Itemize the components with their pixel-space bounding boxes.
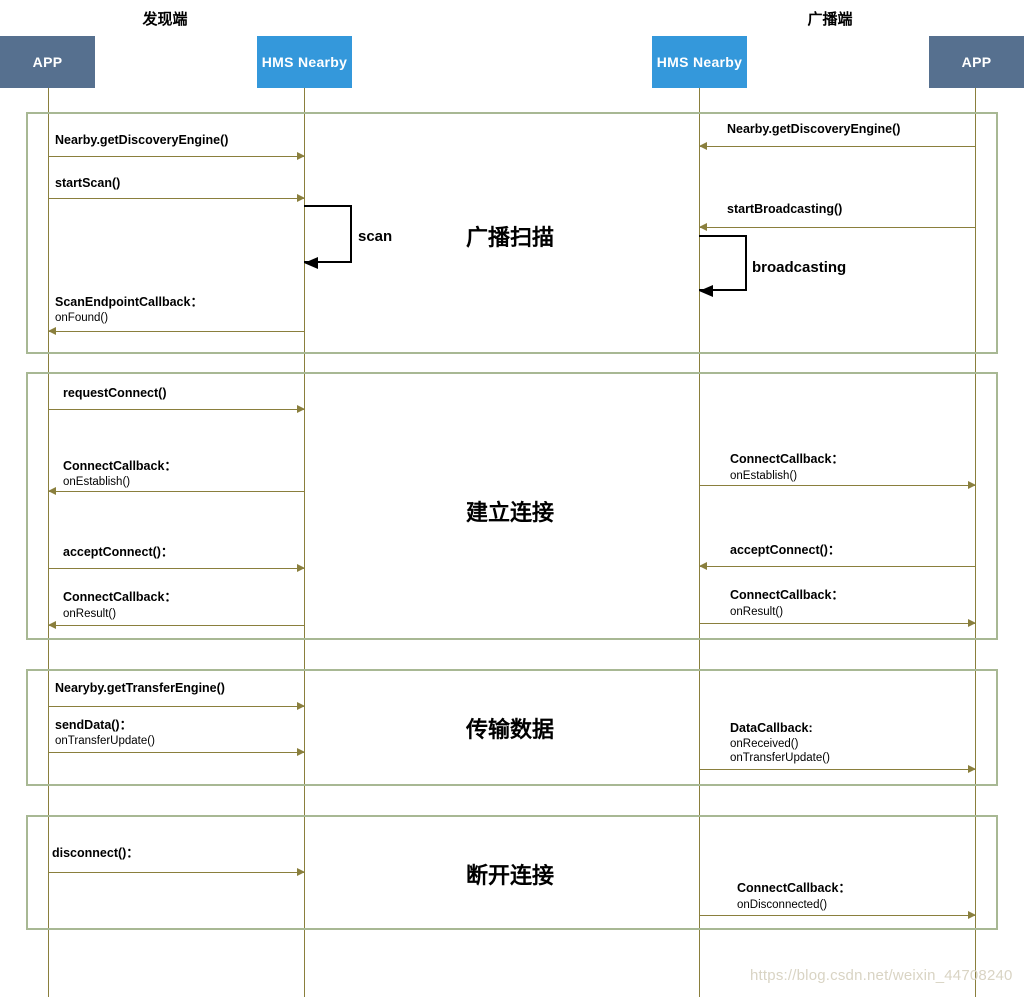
fragment-scan-label: 广播扫描 — [465, 225, 554, 251]
message-sub-on-establish-left: onEstablish() — [63, 476, 131, 488]
arrow-left-icon-7 — [48, 487, 56, 495]
message-line-11 — [699, 566, 975, 567]
message-sub-on-disconnected: onDisconnected() — [737, 899, 828, 911]
watermark: https://blog.csdn.net/weixin_44708240 — [750, 967, 1013, 984]
message-sub-on-establish-right: onEstablish() — [730, 470, 798, 482]
message-line-12 — [699, 623, 975, 624]
fragment-disconnect — [26, 815, 998, 930]
arrow-left-icon-3 — [48, 327, 56, 335]
message-line-7 — [48, 491, 304, 492]
fragment-disconnect-label: 断开连接 — [465, 863, 554, 889]
message-line-8 — [48, 568, 304, 569]
fragment-transfer — [26, 669, 998, 786]
arrow-right-icon-12 — [968, 619, 976, 627]
message-label-nearby-get-discovery-engine-left: Nearby.getDiscoveryEngine() — [55, 133, 229, 147]
self-message-arrow-icon-scan — [304, 257, 318, 269]
fragment-connect — [26, 372, 998, 640]
arrow-right-icon-8 — [297, 564, 305, 572]
arrow-left-icon-11 — [699, 562, 707, 570]
arrow-right-icon-15 — [968, 765, 976, 773]
message-label-connect-callback-disconnected: ConnectCallback： — [737, 881, 851, 895]
message-label-accept-connect-left: acceptConnect()： — [63, 545, 174, 559]
arrow-right-icon-13 — [297, 702, 305, 710]
message-line-17 — [699, 915, 975, 916]
arrow-right-icon-1 — [297, 152, 305, 160]
message-label-disconnect: disconnect()： — [52, 846, 139, 860]
arrow-right-icon-16 — [297, 868, 305, 876]
self-message-label-scan: scan — [358, 228, 393, 245]
fragment-transfer-label: 传输数据 — [465, 717, 554, 743]
message-sub-data-callback-methods: onReceived() onTransferUpdate() — [730, 738, 830, 764]
self-message-box-broadcasting — [699, 235, 747, 291]
message-line-13 — [48, 706, 304, 707]
participant-hms-left[interactable]: HMS Nearby — [257, 36, 352, 88]
message-label-request-connect: requestConnect() — [63, 386, 167, 400]
participant-hms-right[interactable]: HMS Nearby — [652, 36, 747, 88]
message-label-scan-endpoint-callback: ScanEndpointCallback： — [55, 295, 203, 309]
right-side-title: 广播端 — [807, 11, 853, 28]
participant-app-left[interactable]: APP — [0, 36, 95, 88]
message-label-connect-callback-result-right: ConnectCallback： — [730, 588, 844, 602]
message-line-5 — [699, 227, 975, 228]
message-line-16 — [48, 872, 304, 873]
message-line-14 — [48, 752, 304, 753]
message-sub-on-result-left: onResult() — [63, 608, 117, 620]
message-label-accept-connect-right: acceptConnect()： — [730, 543, 841, 557]
lifeline-app-left — [48, 88, 49, 997]
message-line-10 — [699, 485, 975, 486]
lifeline-app-right — [975, 88, 976, 997]
message-label-connect-callback-establish-right: ConnectCallback： — [730, 452, 844, 466]
self-message-box-scan — [304, 205, 352, 263]
message-line-2 — [48, 198, 304, 199]
self-message-arrow-icon-broadcasting — [699, 285, 713, 297]
message-line-15 — [699, 769, 975, 770]
message-line-3 — [48, 331, 304, 332]
participant-app-right[interactable]: APP — [929, 36, 1024, 88]
arrow-right-icon-14 — [297, 748, 305, 756]
message-label-start-scan: startScan() — [55, 176, 121, 190]
message-sub-on-transfer-update: onTransferUpdate() — [55, 735, 155, 747]
message-label-nearby-get-discovery-engine-right: Nearby.getDiscoveryEngine() — [727, 122, 901, 136]
fragment-scan — [26, 112, 998, 354]
lifeline-hms-left — [304, 88, 305, 997]
arrow-left-icon-5 — [699, 223, 707, 231]
arrow-right-icon-6 — [297, 405, 305, 413]
self-message-label-broadcasting: broadcasting — [752, 259, 847, 276]
fragment-connect-label: 建立连接 — [465, 500, 554, 526]
message-line-6 — [48, 409, 304, 410]
arrow-right-icon-10 — [968, 481, 976, 489]
message-label-nearyby-get-transfer-engine: Nearyby.getTransferEngine() — [55, 681, 225, 695]
arrow-right-icon-2 — [297, 194, 305, 202]
message-label-connect-callback-result-left: ConnectCallback： — [63, 590, 177, 604]
message-line-9 — [48, 625, 304, 626]
left-side-title: 发现端 — [142, 11, 188, 28]
lifeline-hms-right — [699, 88, 700, 997]
message-label-start-broadcasting: startBroadcasting() — [727, 202, 843, 216]
arrow-left-icon-4 — [699, 142, 707, 150]
message-sub-on-result-right: onResult() — [730, 606, 784, 618]
arrow-left-icon-9 — [48, 621, 56, 629]
message-line-1 — [48, 156, 304, 157]
arrow-right-icon-17 — [968, 911, 976, 919]
message-line-4 — [699, 146, 975, 147]
message-label-connect-callback-establish-left: ConnectCallback： — [63, 459, 177, 473]
message-label-send-data: sendData()： — [55, 718, 133, 732]
message-sub-on-found: onFound() — [55, 312, 109, 324]
message-label-data-callback: DataCallback: — [730, 721, 813, 735]
